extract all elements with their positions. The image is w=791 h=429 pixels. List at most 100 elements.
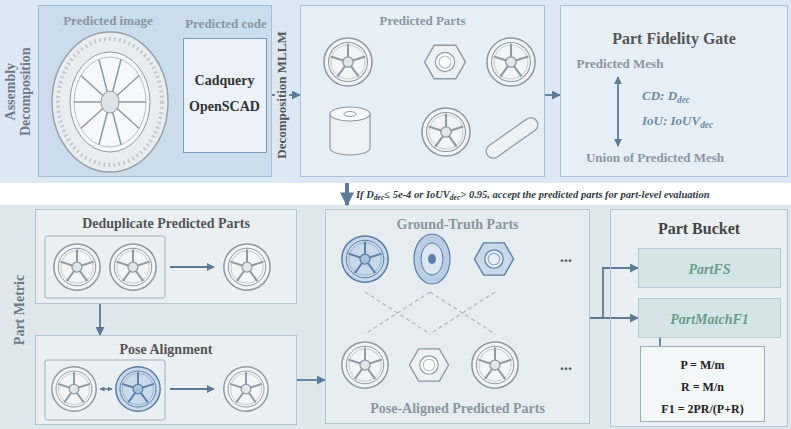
text-slot: PartMatchF1 (639, 310, 780, 328)
box-text: F1 = 2PR/(P+R) (661, 403, 743, 416)
label-slot: ... (548, 248, 584, 266)
label-slot: ... (548, 356, 584, 374)
process-box: Deduplicate Predicted Parts (35, 209, 297, 304)
edge-label-slot: Decomposition MLLM (272, 10, 290, 180)
compare-arrow (617, 77, 619, 146)
subscript: dec (374, 193, 384, 202)
label-slot: dec (700, 120, 713, 130)
box-fill (0, 0, 791, 183)
annotation: Predicted Mesh (577, 57, 664, 71)
flow-arrow (590, 317, 638, 319)
text-slot: R = M/n (641, 377, 764, 395)
box-fill (560, 5, 788, 177)
condition-note: If Ddec≤ 5e-4 or IoUVdec> 0.95, accept t… (356, 189, 710, 203)
annotation: > 0.95, accept the predicted parts for p… (460, 189, 709, 200)
subscript: dec (700, 120, 713, 130)
subscript: dec (677, 95, 690, 105)
match-box: Ground-Truth PartsPose-Aligned Predicted… (325, 209, 590, 424)
formula-box: P = M/m R = M/n F1 = 2PR/(P+R) (640, 346, 765, 422)
annotation: ≤ 5e-4 or IoUV (384, 189, 450, 200)
part-icons (324, 38, 541, 161)
stage-label: Assembly Decomposition (3, 27, 34, 157)
annotation: Union of Predicted Mesh (586, 151, 724, 165)
subscript: dec (450, 193, 460, 202)
box-text: Predicted code (185, 17, 267, 31)
box-text: Part Fidelity Gate (612, 30, 736, 48)
label-slot: CD: D (642, 88, 677, 103)
metric-box: PartFS (638, 248, 781, 288)
metric-formula: CD: Ddec (642, 88, 690, 106)
box-fill (35, 209, 297, 304)
text-slot: PartFS (639, 260, 780, 278)
box-text: Part Bucket (658, 220, 740, 238)
box-fill (0, 205, 791, 429)
annotation: IoU: IoUV (642, 113, 700, 128)
metric-formula: IoU: IoUVdec (642, 113, 713, 131)
box-fill (183, 38, 267, 153)
box-fill (38, 5, 272, 177)
label-slot: dec (677, 95, 690, 105)
box-text: Pose Alignment (120, 342, 213, 357)
text-slot: Part Fidelity Gate (561, 30, 787, 48)
bucket-box: PartFS PartMatchF1 P = M/m R = M/n F1 = 2PR/… (610, 209, 788, 427)
annotation: If D (356, 189, 374, 200)
text-slot: Pose Alignment (36, 340, 296, 358)
text-slot: Predicted code (174, 14, 278, 32)
box-fill (300, 5, 545, 177)
box-text: Predicted image (63, 14, 153, 28)
flow-arrow (659, 338, 661, 346)
text-slot: Part Metric (10, 245, 28, 375)
box-text: Ground-Truth Parts (397, 217, 519, 232)
process-box: Pose Alignment (35, 335, 297, 425)
annotation: ... (560, 356, 572, 374)
box-text: P = M/m (680, 359, 724, 372)
label-slot: dec (450, 193, 460, 202)
label-slot: > 0.95, accept the predicted parts for p… (460, 189, 709, 200)
text-slot: F1 = 2PR/(P+R) (641, 399, 764, 417)
text-slot: Ground-Truth Parts (326, 215, 589, 233)
label-slot: IoU: IoUV (642, 113, 700, 128)
parts-box: Predicted Parts (300, 5, 545, 177)
box-text: PartMatchF1 (670, 312, 749, 327)
label-slot: If D (356, 189, 374, 200)
text-slot: Part Bucket (611, 220, 787, 238)
box-text: Predicted Parts (379, 14, 465, 28)
match-figure (342, 234, 518, 388)
flow-arrow (297, 379, 325, 381)
text-slot: Pose-Aligned Predicted Parts (326, 399, 589, 417)
text-slot: OpenSCAD (184, 97, 265, 115)
annotation: CD: D (642, 88, 677, 103)
flow-arrow (99, 304, 101, 335)
text-slot: Assembly Decomposition (3, 27, 34, 157)
flow-arrow (545, 94, 560, 96)
label-slot: ≤ 5e-4 or IoUV (384, 189, 450, 200)
text-slot: P = M/m (641, 355, 764, 373)
box-fill (640, 346, 765, 422)
stage-label: Part Metric (12, 275, 27, 345)
flow-arrow (345, 183, 349, 205)
box-text: OpenSCAD (189, 99, 260, 114)
box-fill (638, 298, 781, 338)
box-fill (638, 248, 781, 288)
box-text: Deduplicate Predicted Parts (82, 216, 250, 231)
pose-figure (45, 360, 268, 420)
box-text: R = M/n (681, 381, 724, 394)
annotation: ... (560, 248, 572, 266)
label-slot: Predicted Mesh (560, 56, 680, 72)
text-slot: Predicted image (43, 11, 173, 29)
wheel-image (52, 32, 168, 172)
text-slot: Predicted Parts (301, 11, 544, 29)
label-slot: Union of Predicted Mesh (565, 150, 745, 166)
input-box: Predicted codeCadqueryOpenSCADPredicted … (38, 5, 272, 177)
edge-label: Decomposition MLLM (275, 28, 289, 161)
box-text: PartFS (688, 262, 730, 277)
stage-band: Deduplicate Predicted PartsPose Alignmen… (0, 205, 791, 429)
box-text: Pose-Aligned Predicted Parts (370, 401, 545, 416)
flow-arrow (590, 268, 638, 318)
label-slot: dec (374, 193, 384, 202)
box-fill (35, 335, 297, 425)
text-slot: Deduplicate Predicted Parts (36, 214, 296, 232)
box-fill (325, 209, 590, 424)
